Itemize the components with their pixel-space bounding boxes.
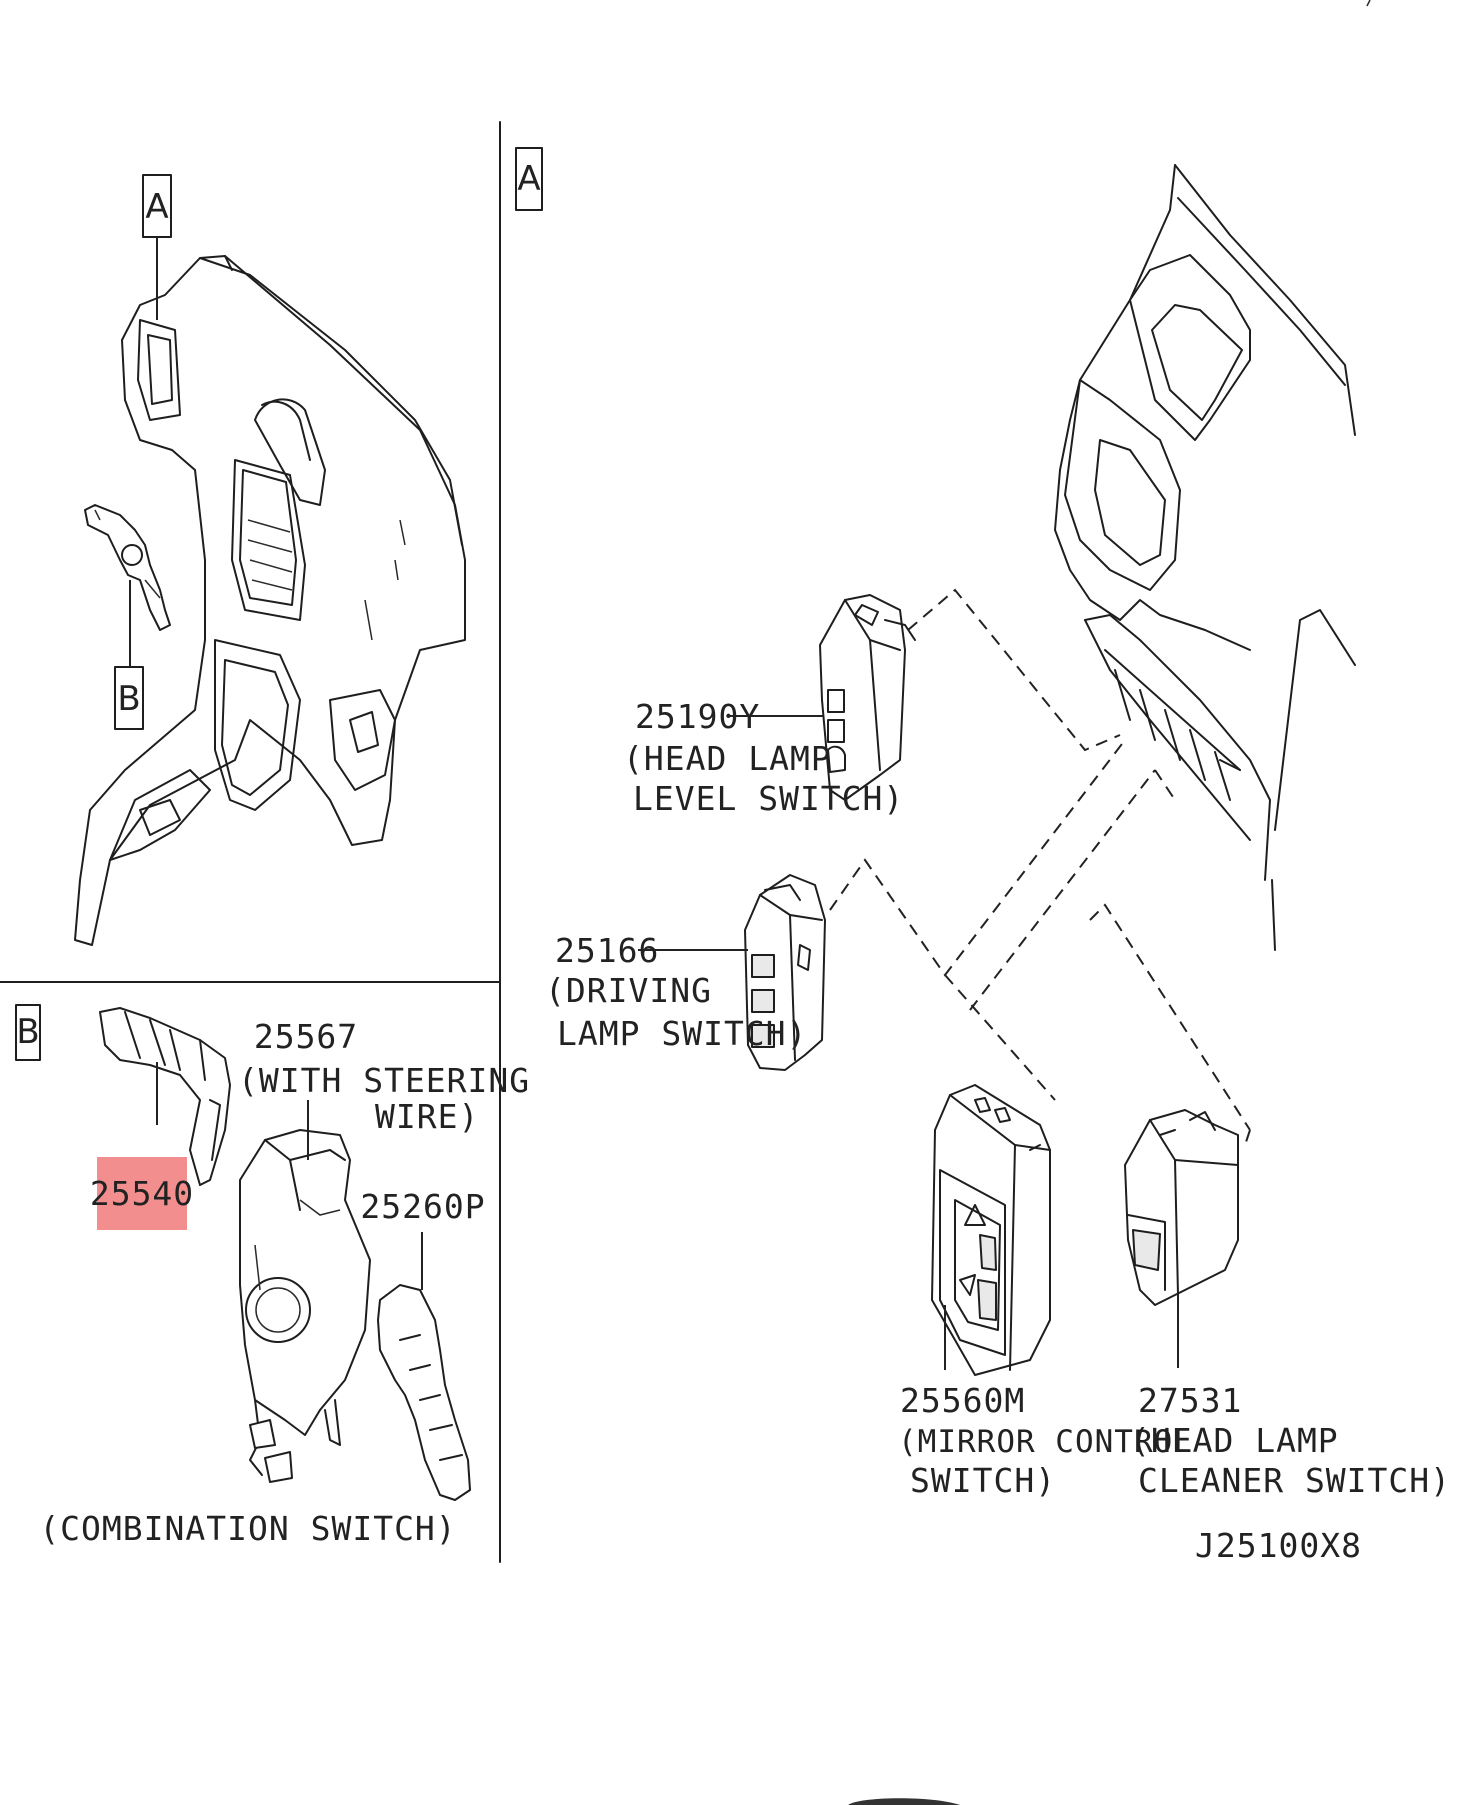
part-number-25567: 25567 (254, 1017, 358, 1056)
part-number-25540: 25540 (90, 1174, 194, 1213)
connection-lines (829, 588, 1251, 1146)
panel-b-callout: B (117, 679, 140, 719)
panel-a-label: A (517, 159, 540, 199)
part-number-25190y: 25190Y (635, 697, 760, 736)
part-number-25260p: 25260P (360, 1187, 485, 1226)
panel-a-callout: A (145, 187, 168, 227)
panel-a-label-box (515, 147, 543, 211)
panel-b-label: B (16, 1012, 39, 1052)
driving-lamp-switch-25166-illustration (744, 874, 826, 1071)
part-name-25190y-line1: (HEAD LAMP (623, 739, 832, 778)
spiral-cable-25567-illustration (239, 1129, 371, 1483)
part-name-25190y-line2: LEVEL SWITCH) (633, 779, 904, 818)
diagram-code: J25100X8 (1195, 1526, 1362, 1565)
part-name-27531-line1: (HEAD LAMP (1130, 1421, 1339, 1460)
lever-switch-25260p-illustration (377, 1284, 471, 1501)
head-lamp-cleaner-switch-27531-illustration (1124, 1109, 1239, 1306)
part-name-25560m-line2: SWITCH) (910, 1461, 1056, 1500)
part-number-25560m: 25560M (900, 1381, 1025, 1420)
part-number-25166: 25166 (555, 931, 659, 970)
dashboard-overview-illustration (74, 174, 466, 946)
part-name-25560m-line1: (MIRROR CONTROL (898, 1424, 1193, 1460)
part-name-25166-line1: (DRIVING (545, 971, 712, 1010)
assembly-caption: (COMBINATION SWITCH) (39, 1509, 456, 1548)
lever-switch-25540-illustration (99, 1007, 231, 1186)
part-name-25567-line2: WIRE) (375, 1097, 479, 1136)
part-number-27531: 27531 (1138, 1381, 1242, 1420)
mirror-control-switch-25560m-illustration (931, 1084, 1051, 1376)
bottom-partial-shape (848, 1798, 960, 1805)
panel-dividers (0, 0, 1371, 1563)
part-name-27531-line2: CLEANER SWITCH) (1138, 1461, 1451, 1500)
part-name-25166-line2: LAMP SWITCH) (557, 1014, 807, 1053)
part-name-25567-line1: (WITH STEERING (238, 1061, 530, 1100)
head-lamp-level-switch-25190y-illustration (819, 594, 916, 801)
console-trim-illustration (1054, 164, 1356, 951)
panel-b-label-box (15, 1004, 41, 1061)
highlight-25540 (97, 1157, 187, 1230)
